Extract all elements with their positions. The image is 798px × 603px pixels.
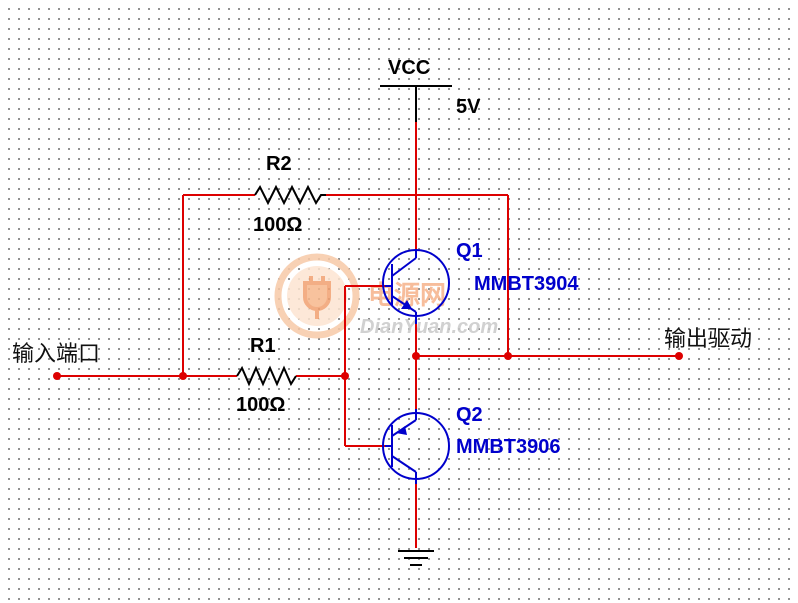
r1-ref: R1 xyxy=(250,335,276,357)
plug-icon xyxy=(303,276,331,319)
transistor-q2[interactable]: Q2 MMBT3906 xyxy=(382,404,560,484)
input-port-label: 输入端口 xyxy=(12,342,100,367)
vcc-supply: VCC 5V xyxy=(380,57,481,122)
q2-part: MMBT3906 xyxy=(456,436,560,458)
wires xyxy=(57,122,679,548)
q2-emitter-arrow xyxy=(396,426,407,435)
r2-value: 100Ω xyxy=(253,214,302,236)
output-port-label: 输出驱动 xyxy=(664,327,752,352)
junction-dot xyxy=(504,352,512,360)
transistor-q1[interactable]: Q1 MMBT3904 xyxy=(382,240,579,324)
r1-zigzag xyxy=(236,365,297,387)
resistor-r2[interactable]: R2 100Ω xyxy=(253,153,326,236)
junction-dot xyxy=(341,372,349,380)
junctions xyxy=(53,352,683,380)
q1-emitter-arrow xyxy=(401,300,412,309)
r1-value: 100Ω xyxy=(236,394,285,416)
vcc-voltage: 5V xyxy=(456,96,481,118)
resistor-r1[interactable]: R1 100Ω xyxy=(236,335,297,416)
ground-symbol xyxy=(398,550,434,566)
q1-part: MMBT3904 xyxy=(474,273,579,295)
junction-dot xyxy=(412,352,420,360)
q1-collector xyxy=(391,257,417,277)
q2-ref: Q2 xyxy=(456,404,483,426)
q1-emitter xyxy=(391,295,417,313)
q1-ref: Q1 xyxy=(456,240,483,262)
watermark-logo-ring xyxy=(274,253,360,339)
vcc-label: VCC xyxy=(388,57,430,79)
input-terminal-dot[interactable] xyxy=(53,372,61,380)
r2-ref: R2 xyxy=(266,153,292,175)
q2-collector xyxy=(391,455,417,473)
junction-dot xyxy=(179,372,187,380)
output-terminal-dot[interactable] xyxy=(675,352,683,360)
r2-zigzag xyxy=(254,184,326,206)
watermark-url: DianYuan.com xyxy=(360,316,498,338)
watermark: 电源网 DianYuan.com xyxy=(274,253,498,339)
